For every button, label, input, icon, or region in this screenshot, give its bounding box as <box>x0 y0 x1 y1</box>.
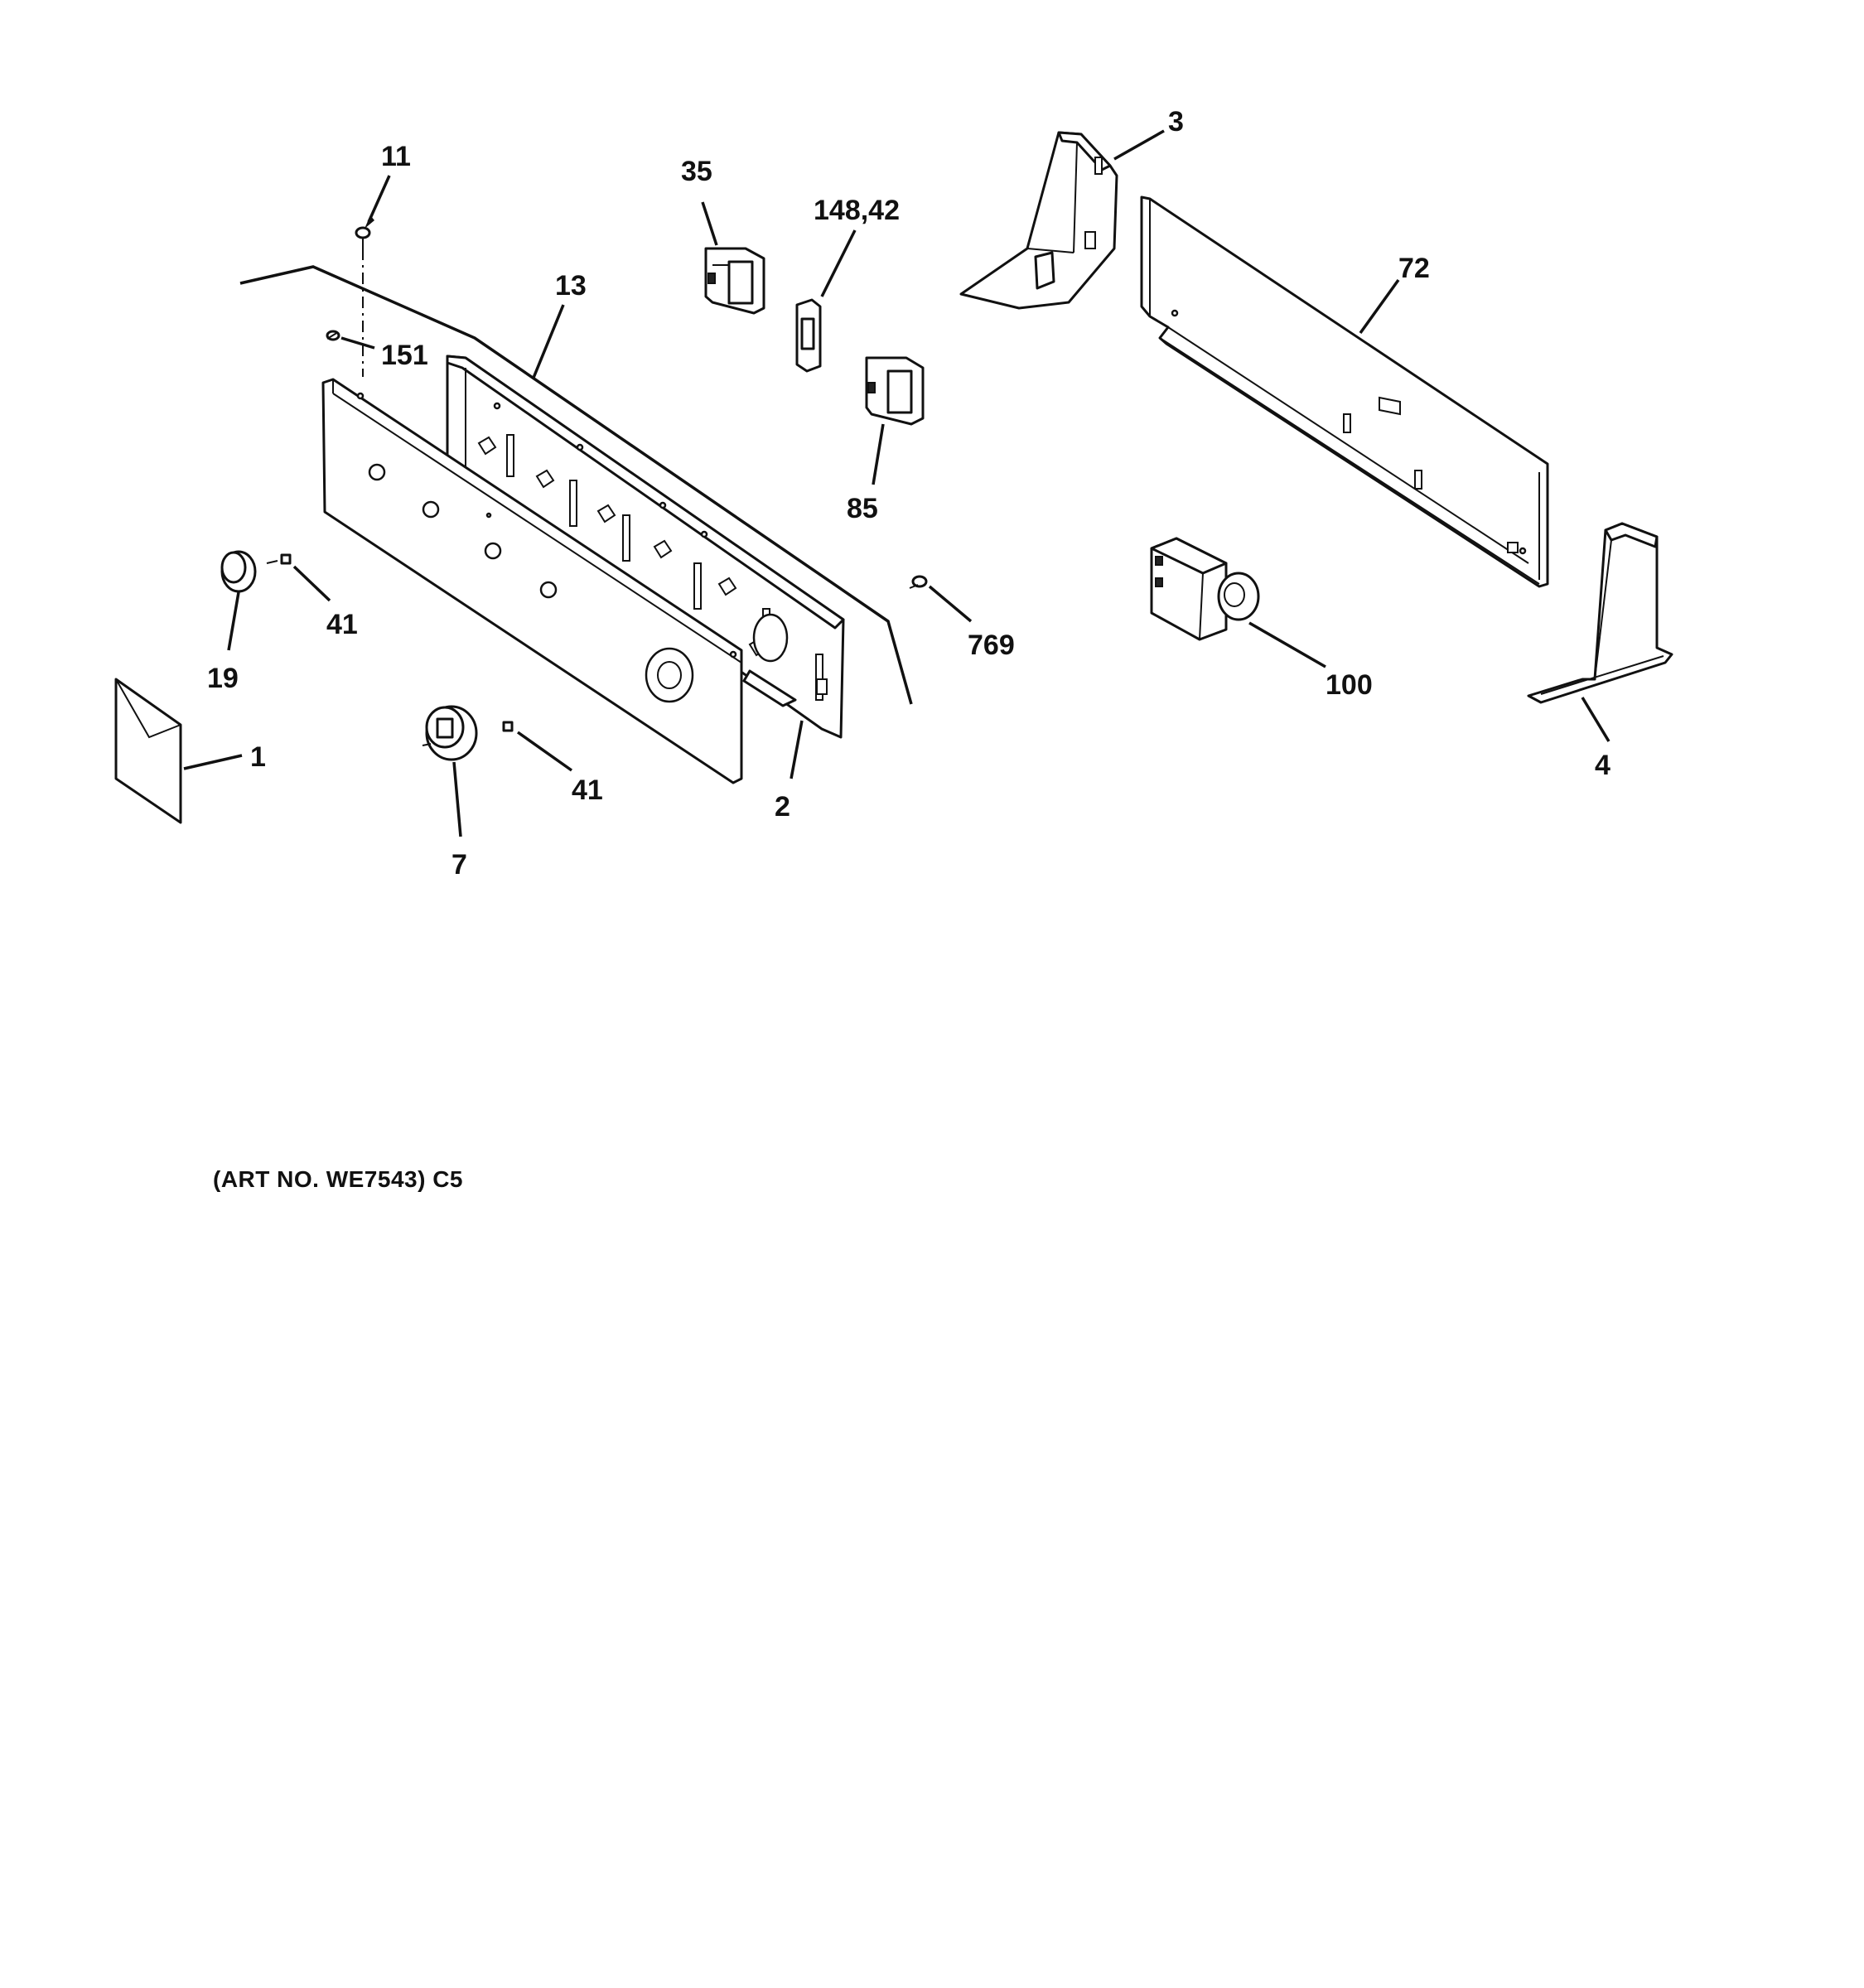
part-85-switch <box>865 356 925 485</box>
part-72-rear-panel <box>1140 195 1549 588</box>
callout-4: 4 <box>1595 750 1610 781</box>
callout-151: 151 <box>381 340 428 371</box>
callout-41-bottom: 41 <box>572 774 603 806</box>
callout-13: 13 <box>555 270 587 302</box>
part-148-42-connector <box>795 229 857 373</box>
part-151-screw <box>326 330 375 350</box>
part-19-knob <box>220 550 257 651</box>
callout-72: 72 <box>1398 253 1430 284</box>
part-3-left-end-cap <box>959 129 1165 310</box>
art-number-caption: (ART NO. WE7543) C5 <box>213 1166 463 1192</box>
part-41-clip-top <box>266 553 331 602</box>
callout-769: 769 <box>968 630 1015 661</box>
part-4-right-end-cap <box>1527 522 1673 742</box>
part-11-screw <box>355 175 391 377</box>
callout-2: 2 <box>775 791 790 823</box>
part-35-switch <box>701 201 765 315</box>
callout-41-top: 41 <box>326 609 358 640</box>
backsplash-outline <box>239 265 913 705</box>
part-2-control-panel <box>321 378 804 784</box>
callout-19: 19 <box>207 663 239 694</box>
part-1-envelope <box>114 678 243 824</box>
callout-148-42: 148,42 <box>814 195 900 226</box>
part-100-timer <box>1150 537 1326 668</box>
callout-35: 35 <box>681 156 712 187</box>
part-41-clip-bottom <box>502 721 573 772</box>
part-13-panel-bracket <box>446 304 845 739</box>
part-7-knob <box>422 705 478 837</box>
callout-labels: 11 35 148,42 3 72 13 151 85 41 19 769 10… <box>207 106 1610 881</box>
part-769-screw <box>909 575 973 623</box>
callout-85: 85 <box>847 493 878 524</box>
callout-100: 100 <box>1326 669 1373 701</box>
callout-7: 7 <box>452 849 467 881</box>
callout-11: 11 <box>381 141 411 172</box>
callout-3: 3 <box>1168 106 1184 138</box>
callout-1: 1 <box>250 741 266 773</box>
